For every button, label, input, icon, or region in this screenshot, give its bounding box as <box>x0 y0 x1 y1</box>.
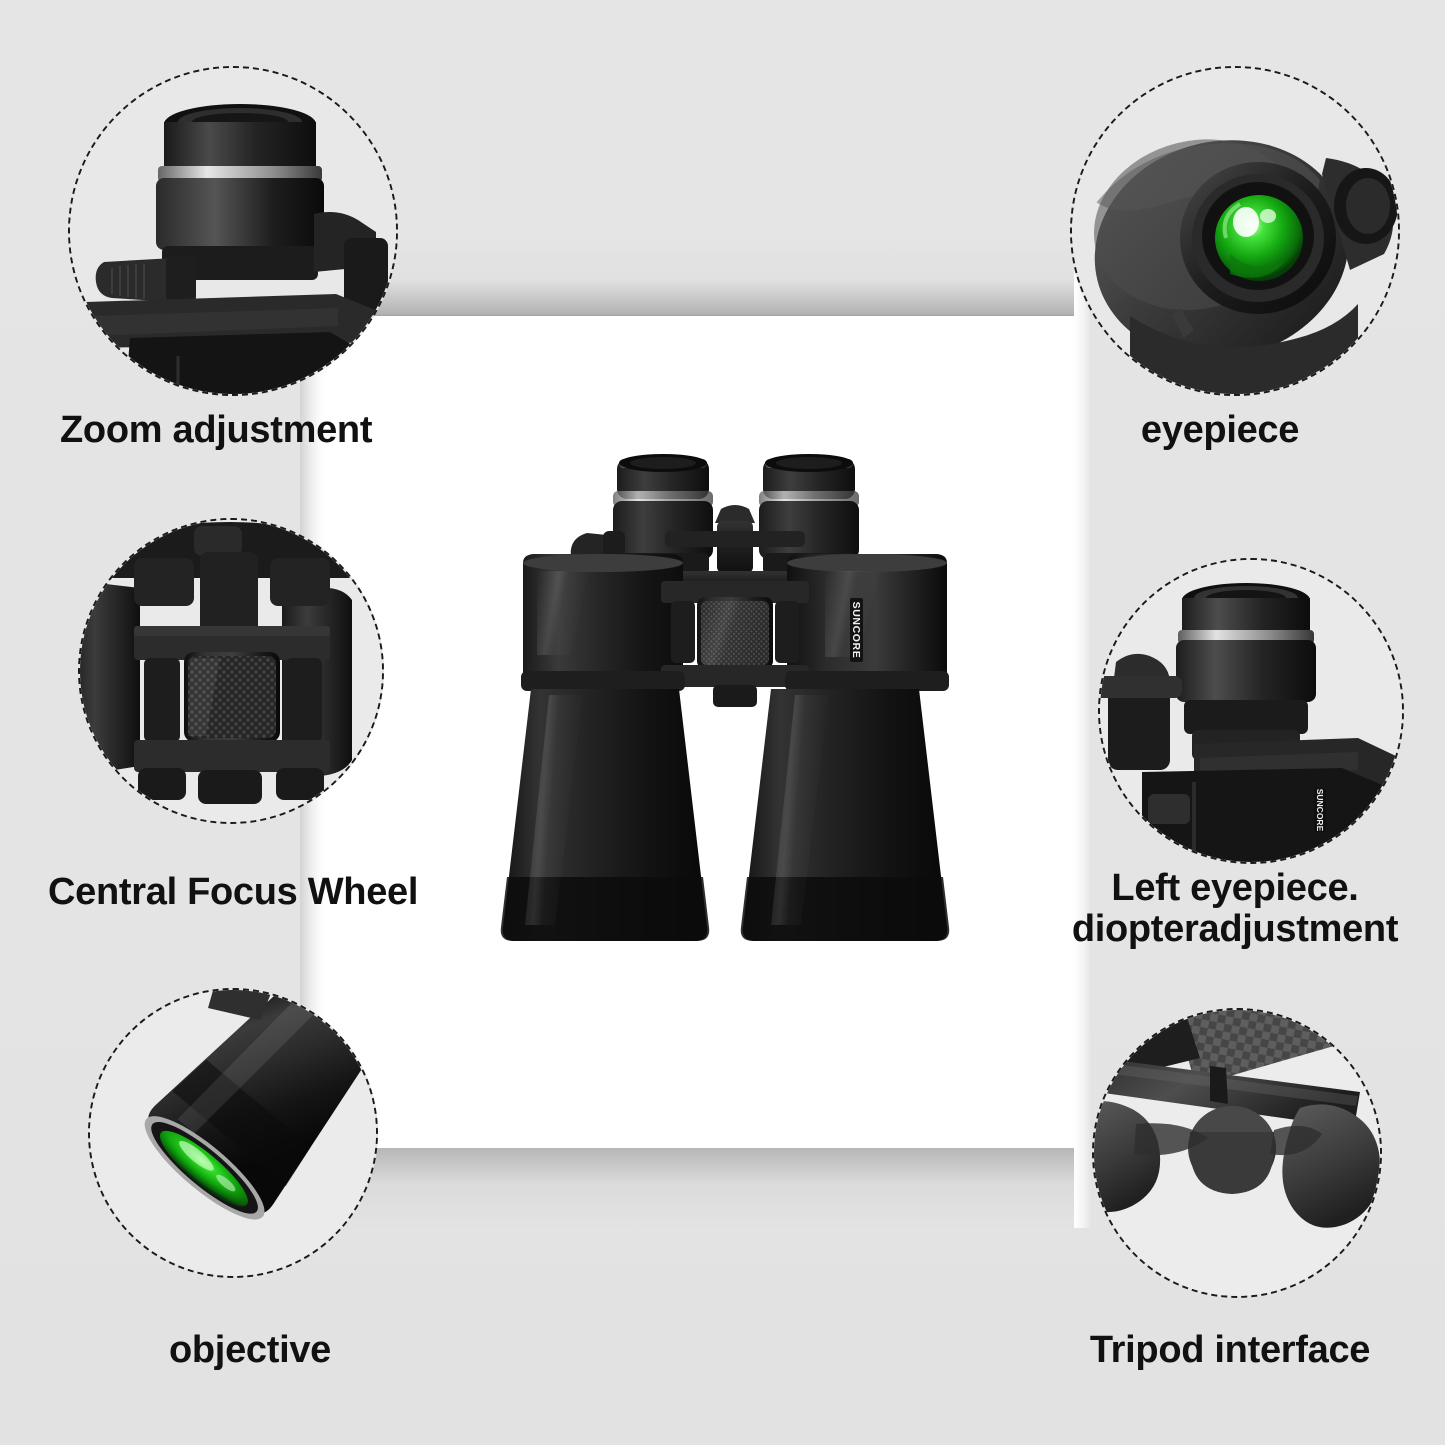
central-focus-wheel-detail-photo <box>80 520 382 822</box>
panel-shadow-top <box>320 236 1080 316</box>
label-central-focus-wheel: Central Focus Wheel <box>48 871 419 913</box>
panel-fold-right-edge <box>1074 236 1092 1228</box>
callout-central-focus-wheel[interactable] <box>78 518 384 824</box>
svg-text:SUNCORE: SUNCORE <box>1315 789 1325 832</box>
label-eyepiece: eyepiece <box>1140 409 1300 451</box>
label-zoom-adjustment: Zoom adjustment <box>60 409 373 451</box>
tripod-interface-detail-photo <box>1094 1010 1380 1296</box>
callout-tripod-interface[interactable] <box>1092 1008 1382 1298</box>
callout-left-eyepiece-diopter[interactable]: SUNCORE <box>1098 558 1404 864</box>
callout-zoom-adjustment[interactable] <box>68 66 398 396</box>
panel-shadow-bottom <box>320 1148 1080 1228</box>
zoom-adjustment-detail-photo <box>70 68 396 394</box>
label-left-eyepiece-diopter: Left eyepiece. diopteradjustment <box>1071 867 1399 951</box>
callout-eyepiece[interactable] <box>1070 66 1400 396</box>
eyepiece-detail-photo <box>1072 68 1398 394</box>
binoculars-product-image: SUNCORE <box>500 454 950 941</box>
objective-detail-photo <box>90 990 376 1276</box>
svg-text:SUNCORE: SUNCORE <box>850 602 862 659</box>
label-objective: objective <box>168 1329 332 1371</box>
product-panel <box>320 316 1080 1148</box>
left-eyepiece-diopter-detail-photo: SUNCORE <box>1100 560 1402 862</box>
callout-objective[interactable] <box>88 988 378 1278</box>
label-tripod-interface: Tripod interface <box>1089 1329 1371 1371</box>
